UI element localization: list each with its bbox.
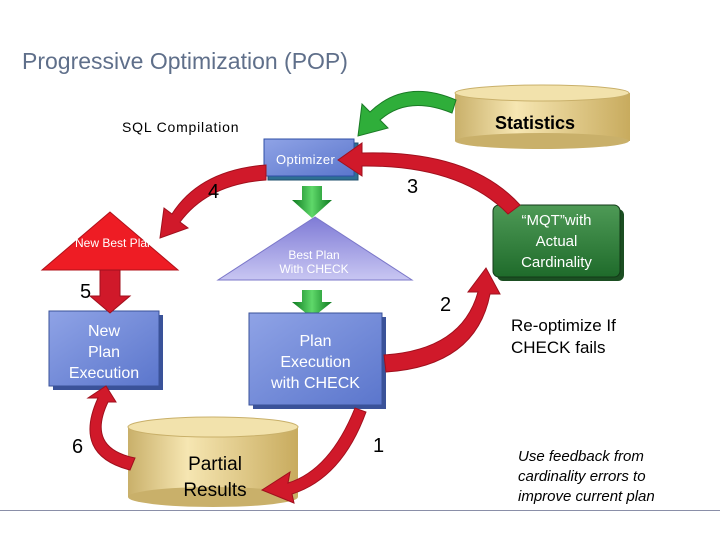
best-plan-line2: With CHECK (279, 262, 349, 276)
new-best-plan-label: New Best Plan (75, 236, 154, 250)
new-plan-execution-line2: Plan (87, 344, 121, 361)
sql-compilation-label: SQL Compilation (122, 119, 240, 135)
plan-execution-check-label: Plan Execution with CHECK (249, 331, 382, 394)
optimizer-box (263, 138, 359, 181)
red-flow-arrows (86, 142, 521, 504)
partial-results-line2: Results (183, 480, 247, 501)
statistics-arrow (357, 90, 457, 137)
feedback-line2: cardinality errors to (518, 468, 646, 485)
mqt-box (492, 204, 624, 281)
optimizer-down-arrow (292, 186, 332, 218)
step-4: 4 (208, 181, 220, 203)
new-plan-execution-box (48, 310, 163, 390)
page-title: Progressive Optimization (POP) (22, 48, 348, 74)
plan-execution-check-line2: Execution (280, 354, 351, 371)
step-2: 2 (440, 294, 452, 316)
plan-execution-check-line3: with CHECK (271, 375, 360, 392)
new-plan-execution-label: New Plan Execution (49, 321, 159, 384)
mqt-line1: “MQT”with (521, 212, 592, 229)
footer-divider (0, 510, 720, 511)
optimizer-label: Optimizer (276, 152, 336, 167)
step-3: 3 (407, 176, 419, 198)
reoptimize-line2: CHECK fails (511, 338, 606, 357)
plan-execution-check-box (248, 312, 386, 409)
best-plan-triangle (216, 216, 414, 281)
partial-results-label: Partial Results (150, 452, 280, 504)
new-plan-execution-line1: New (87, 323, 120, 340)
mqt-line3: Cardinality (521, 254, 592, 271)
statistics-label: Statistics (495, 113, 576, 133)
statistics-cylinder (454, 84, 630, 149)
feedback-label: Use feedback from cardinality errors to … (518, 447, 655, 507)
mqt-line2: Actual (535, 233, 578, 250)
best-plan-label: Best Plan With CHECK (264, 248, 364, 276)
step-1: 1 (373, 435, 385, 457)
feedback-line1: Use feedback from (518, 448, 644, 465)
mqt-label: “MQT”with Actual Cardinality (493, 210, 620, 273)
bestplan-down-arrow (292, 290, 332, 318)
new-plan-execution-line3: Execution (68, 365, 140, 382)
step-5: 5 (80, 281, 92, 303)
feedback-line3: improve current plan (518, 488, 655, 505)
partial-results-line1: Partial (188, 454, 242, 475)
reoptimize-line1: Re-optimize If (511, 316, 616, 335)
reoptimize-label: Re-optimize If CHECK fails (511, 315, 616, 359)
step-6: 6 (72, 436, 84, 458)
plan-execution-check-line1: Plan (299, 333, 332, 350)
best-plan-line1: Best Plan (288, 248, 340, 262)
